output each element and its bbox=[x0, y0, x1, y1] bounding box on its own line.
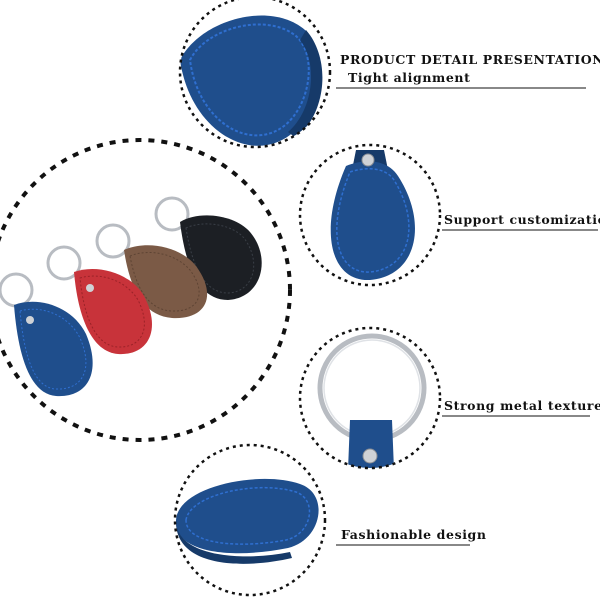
metal-texture-text: Strong metal texture bbox=[444, 398, 600, 413]
group-keychains-circle bbox=[0, 138, 292, 442]
customization-text: Support customization bbox=[444, 212, 600, 227]
detail-circle-metal bbox=[298, 326, 442, 470]
detail-circle-fashion bbox=[173, 443, 327, 597]
fashionable-design-text: Fashionable design bbox=[341, 527, 487, 542]
detail-circle-tight bbox=[178, 0, 332, 149]
tight-alignment-text: Tight alignment bbox=[348, 70, 471, 85]
keychain-blue bbox=[0, 272, 93, 397]
detail-circle-custom bbox=[298, 143, 442, 287]
dotted-frame bbox=[178, 0, 332, 149]
title-text: PRODUCT DETAIL PRESENTATION bbox=[340, 52, 600, 67]
dotted-frame bbox=[173, 443, 327, 597]
dotted-frame bbox=[0, 138, 292, 442]
dotted-frame bbox=[298, 143, 442, 287]
keychain-red bbox=[46, 245, 152, 355]
dotted-frame bbox=[298, 326, 442, 470]
